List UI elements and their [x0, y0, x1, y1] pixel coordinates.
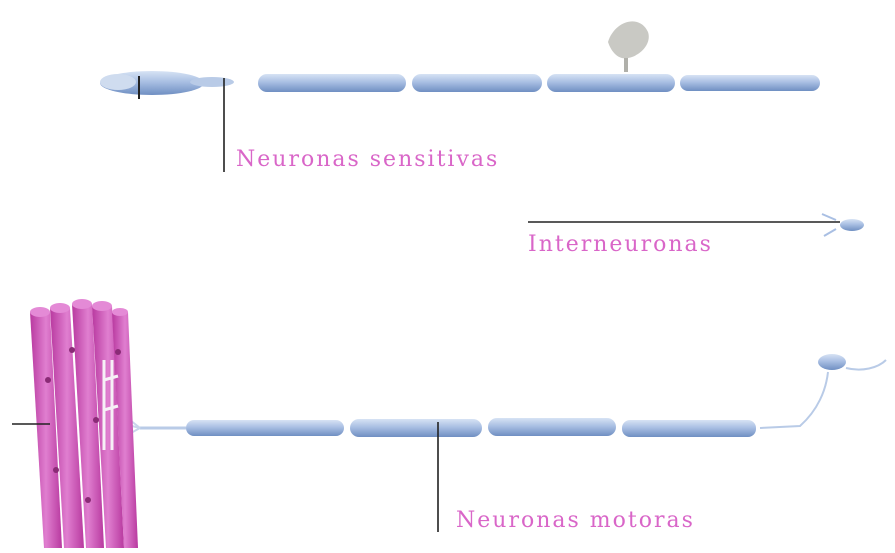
label-interneurons: Interneuronas: [528, 232, 713, 257]
interneuron: [822, 214, 864, 236]
motor-neuron: [118, 354, 886, 440]
sensory-neuron: [100, 21, 820, 99]
label-sensory-neurons: Neuronas sensitivas: [236, 147, 499, 172]
label-motor-neurons: Neuronas motoras: [456, 508, 695, 533]
sensory-receptor-icon: [608, 21, 649, 72]
